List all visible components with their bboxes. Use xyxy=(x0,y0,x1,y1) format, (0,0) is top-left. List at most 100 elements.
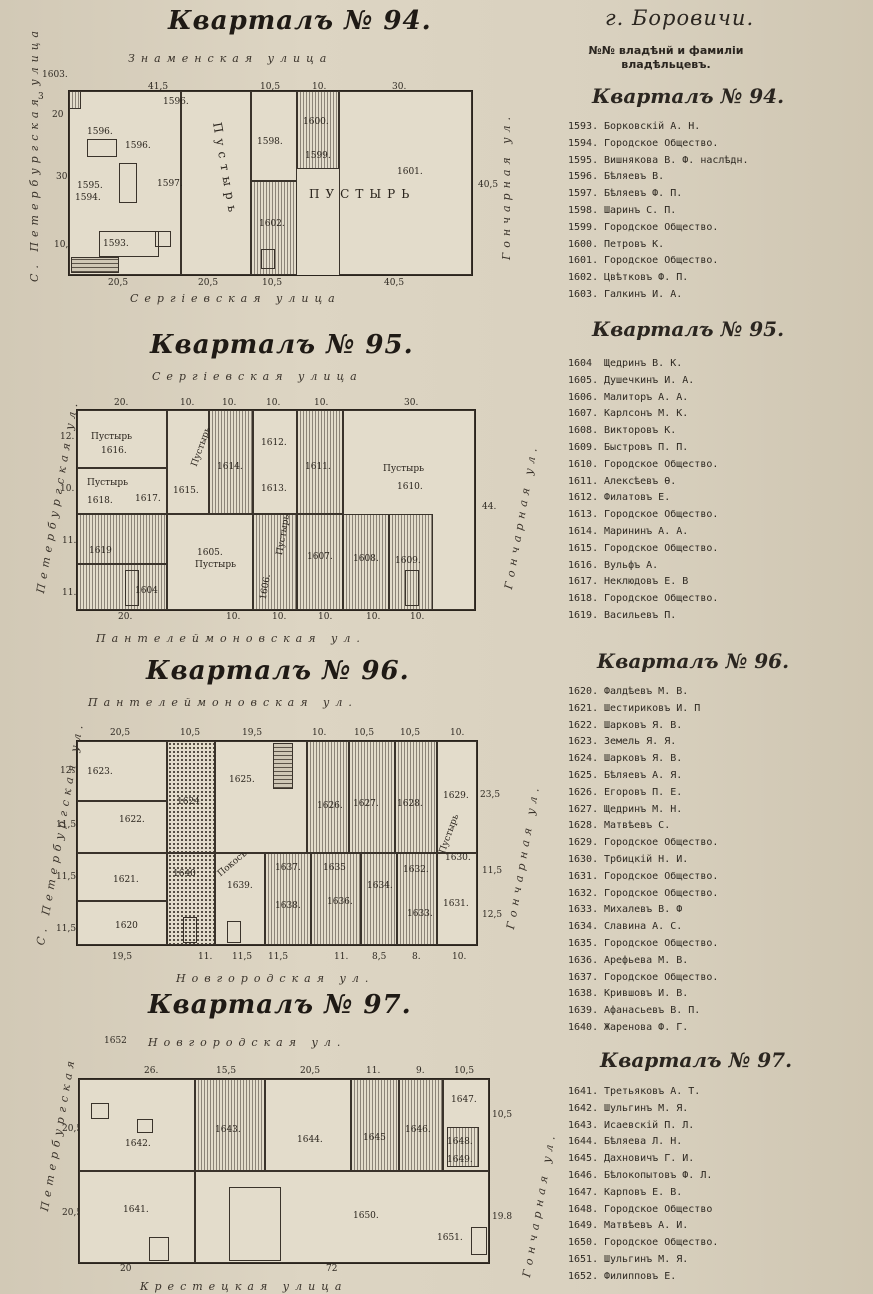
dim-bottom-96-d: 11,5 xyxy=(268,952,289,962)
dim-right-97-a: 10,5 xyxy=(492,1110,513,1120)
dim-top-95-d: 10. xyxy=(266,398,281,408)
parcel-label: 1608. xyxy=(353,554,379,564)
dim-bottom-94-d: 40,5 xyxy=(384,278,405,288)
street-top-95: Сергiевская улица xyxy=(152,370,363,383)
street-top-96: Пантелеймоновская ул. xyxy=(88,696,358,709)
owner-row: 1640.Жаренова Ф. Г. xyxy=(568,1022,718,1039)
dim-top-96-f: 10,5 xyxy=(400,728,421,738)
parcel-label: 1619 xyxy=(89,546,112,556)
owner-number: 1596. xyxy=(568,171,599,183)
lot xyxy=(167,410,209,514)
owner-name: Марининъ А. А. xyxy=(604,525,689,537)
owner-row: 1622.Шарковъ Я. В. xyxy=(568,720,718,737)
owner-list-96: 1620.Фалдѣевъ М. В.1621.Шестириковъ И. П… xyxy=(568,686,718,1039)
owner-number: 1625. xyxy=(568,769,599,781)
owner-row: 1649.Матвѣевъ А. И. xyxy=(568,1220,718,1237)
owner-number: 1598. xyxy=(568,204,599,216)
parcel-label: 1607. xyxy=(307,552,333,562)
owner-name: Городское Общество. xyxy=(604,870,719,882)
dim-right-95: 44. xyxy=(482,502,497,512)
waste-label: Пустырь xyxy=(91,432,132,442)
dim-left-94-d: 10,5 xyxy=(54,240,75,250)
lot xyxy=(91,1103,109,1119)
dim-left-95-c: 11. xyxy=(62,536,77,546)
owner-row: 1650.Городское Общество. xyxy=(568,1237,718,1254)
owner-number: 1642. xyxy=(568,1102,599,1114)
lot xyxy=(155,231,171,247)
parcel-label: 1621. xyxy=(113,875,139,885)
dim-bottom-97-a: 20 xyxy=(120,1264,132,1274)
lot xyxy=(87,139,117,157)
owner-row: 1631.Городское Общество. xyxy=(568,871,718,888)
owner-row: 1610.Городское Общество. xyxy=(568,459,718,476)
owner-number: 1629. xyxy=(568,837,599,849)
lot xyxy=(77,410,167,468)
corner-label-94: 1603. xyxy=(42,70,68,80)
lot xyxy=(195,1171,489,1263)
map-title-94: Кварталъ № 94. xyxy=(168,6,432,36)
owner-name: Малиторъ А. А. xyxy=(604,391,689,403)
owner-row: 1619.Васильевъ П. xyxy=(568,610,718,627)
lot xyxy=(125,570,139,606)
dim-top-97-c: 20,5 xyxy=(300,1066,321,1076)
owner-name: Городское Общество. xyxy=(604,837,719,849)
quarter-95-plan: Пустырь 1616. Пустырь 1618. 1617. Пустыр… xyxy=(76,409,476,611)
owner-row: 1605.Душечкинъ И. А. xyxy=(568,375,718,392)
owner-row: 1611.Алексѣевъ Ѳ. xyxy=(568,476,718,493)
owner-number: 1634. xyxy=(568,921,599,933)
owner-name: Славина А. С. xyxy=(604,921,683,933)
owner-row: 1632.Городское Общество. xyxy=(568,888,718,905)
dim-bottom-96-a: 19,5 xyxy=(112,952,133,962)
owner-name: Городское Общество. xyxy=(604,221,719,233)
dim-left-97-b: 20,5 xyxy=(62,1208,83,1218)
owner-name: Карлсонъ М. К. xyxy=(604,408,689,420)
owner-row: 1597.Бѣляевъ Ф. П. xyxy=(568,188,749,205)
waste-label: Пустырь xyxy=(195,560,236,570)
parcel-label: 1637. xyxy=(275,863,301,873)
parcel-label: 1635 xyxy=(323,863,346,873)
owner-number: 1612. xyxy=(568,492,599,504)
parcel-label: 1644. xyxy=(297,1135,323,1145)
owner-number: 1646. xyxy=(568,1169,599,1181)
street-bottom-95: Пантелеймоновская ул. xyxy=(96,632,366,645)
parcel-label: 1631. xyxy=(443,899,469,909)
parcel-label: 1647. xyxy=(451,1095,477,1105)
owner-number: 1593. xyxy=(568,121,599,132)
lot xyxy=(149,1237,169,1261)
dim-top-96-g: 10. xyxy=(450,728,465,738)
owner-name: Трбицкiй Н. И. xyxy=(604,853,689,865)
owner-number: 1638. xyxy=(568,988,599,1000)
owner-name: Шульгинъ М. Я. xyxy=(604,1102,689,1114)
owner-row: 1643.Исаевскiй П. Л. xyxy=(568,1120,718,1137)
parcel-label: 1628. xyxy=(397,799,423,809)
owner-name: Шарковъ Я. В. xyxy=(604,719,683,731)
lot xyxy=(79,1171,195,1263)
owner-number: 1610. xyxy=(568,458,599,470)
dim-top-94-b: 10,5 xyxy=(260,82,281,92)
owner-number: 1618. xyxy=(568,593,599,605)
dim-top-95-b: 10. xyxy=(180,398,195,408)
owner-name: Афанасьевъ В. П. xyxy=(604,1005,701,1017)
owner-name: Городское Общество. xyxy=(604,1237,719,1249)
owner-number: 1649. xyxy=(568,1220,599,1232)
lot xyxy=(265,1079,351,1171)
owner-name: Бѣлокопытовъ Ф. Л. xyxy=(604,1169,713,1181)
owner-number: 1632. xyxy=(568,887,599,899)
street-bottom-96: Новгородская ул. xyxy=(176,972,375,985)
lot xyxy=(71,257,119,273)
owner-number: 1628. xyxy=(568,820,599,832)
owner-name: Цвѣтковъ Ф. П. xyxy=(604,272,689,284)
owner-row: 1648.Городское Общество xyxy=(568,1204,718,1221)
parcel-label: 1598. xyxy=(257,137,283,147)
parcel-label: 1630. xyxy=(445,853,471,863)
owner-name: Городское Общество. xyxy=(604,971,719,983)
owner-row: 1599.Городское Общество. xyxy=(568,222,749,239)
owner-number: 1619. xyxy=(568,609,599,621)
dim-right-97-b: 19.8 xyxy=(492,1212,513,1222)
dim-top-97-f: 10,5 xyxy=(454,1066,475,1076)
parcel-label: 1634. xyxy=(367,881,393,891)
dim-top-96-b: 10,5 xyxy=(180,728,201,738)
lot xyxy=(297,410,343,514)
lot xyxy=(195,1079,265,1171)
owner-row: 1636.Арефьева М. В. xyxy=(568,955,718,972)
